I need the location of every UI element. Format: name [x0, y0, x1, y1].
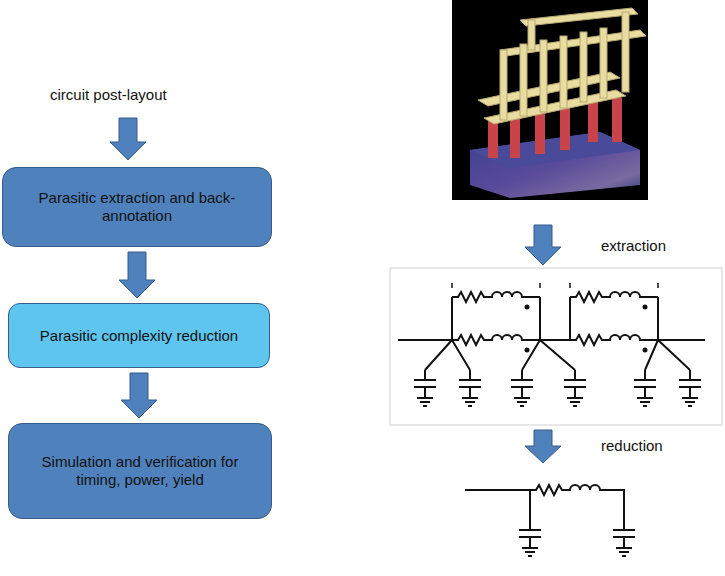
process-box: Parasitic extraction and back-annotation — [2, 167, 272, 247]
text-label: circuit post-layout — [50, 86, 167, 103]
text-label: extraction — [601, 237, 666, 254]
extracted-rlc-network — [390, 268, 722, 425]
box-text: Parasitic complexity reduction — [40, 327, 238, 345]
box-text: Parasitic extraction and back-annotation — [17, 189, 257, 225]
block-arrow — [119, 252, 155, 298]
process-box: Parasitic complexity reduction — [8, 303, 270, 368]
block-arrow — [110, 118, 146, 160]
reduced-rlc-network — [465, 485, 635, 556]
chip-illustration — [452, 0, 648, 200]
text-label: reduction — [601, 437, 663, 454]
box-text: Simulation and verification for timing, … — [23, 453, 257, 489]
block-arrow — [121, 373, 157, 418]
block-arrow — [525, 430, 561, 463]
process-box: Simulation and verification for timing, … — [8, 423, 272, 519]
block-arrow — [525, 225, 561, 265]
